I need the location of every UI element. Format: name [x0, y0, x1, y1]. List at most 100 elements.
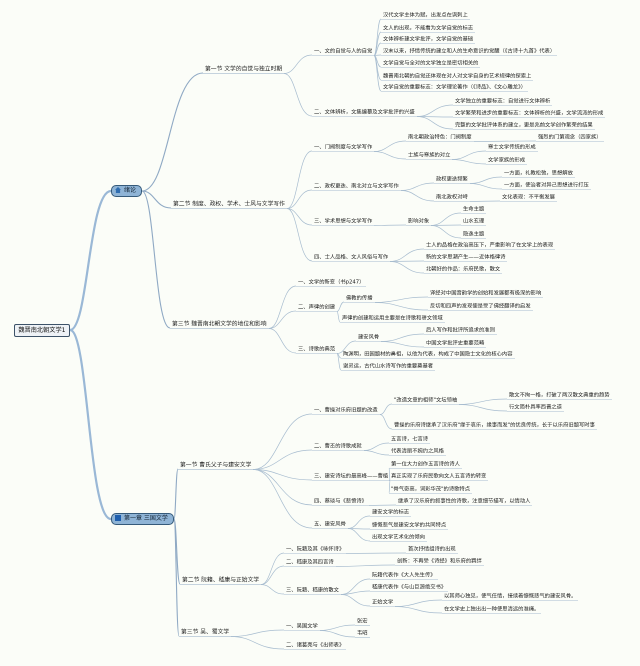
topic-1-0-2[interactable]: 三、建安诗坛的最高峰——曹植: [314, 473, 389, 480]
topic-1-0-3-0[interactable]: 继承了汉乐府的叙事性的诗歌，注意细节描写，以情动人: [398, 498, 531, 505]
topic-0-2-2-2[interactable]: 谢灵运，古代山水诗写作的重要奠基者: [343, 363, 434, 370]
topic-1-1-2[interactable]: 三、阮籍、嵇康的散文: [286, 587, 339, 594]
link-1-1-2-0: [340, 578, 371, 595]
topic-0-0-0-2[interactable]: 文体辨析建文学批评，文学自觉的基础: [383, 36, 474, 43]
topic-0-2-0[interactable]: 一、文学的新变（书p247）: [298, 279, 365, 286]
topic-1-2-0-0[interactable]: 张宏: [357, 618, 368, 625]
topic-1-1-2-2-1[interactable]: 在文学史上独出出一种使思清远的准绳。: [444, 606, 540, 613]
topic-0-1-0-0-0[interactable]: 强烈的门第观念（四家族）: [538, 134, 602, 141]
topic-0-1-1-0[interactable]: 政权更迭频繁: [436, 176, 468, 183]
topic-0-1-2-0-0[interactable]: 生命主题: [463, 206, 485, 213]
topic-0-1-3[interactable]: 四、士人品格、文人风俗与写作: [314, 254, 389, 261]
topic-1-0-4-1[interactable]: 慷慨悲气是建安文学的共同特点: [372, 522, 447, 529]
link-0-2-1: [268, 310, 297, 329]
topic-1-1[interactable]: 第二节 阮籍、嵇康与正始文学: [182, 577, 260, 584]
topic-0-1[interactable]: 第二节 制度、政权、学术、士风与文学写作: [173, 201, 285, 208]
topic-0-2-1-1[interactable]: 声律的创建和运用主要是在诗歌和骈文领域: [342, 315, 443, 322]
topic-0-0-0[interactable]: 一、文的自觉与人的自觉: [314, 48, 373, 55]
topic-1-0-1[interactable]: 二、曹丕的诗歌成就: [314, 443, 362, 450]
topic-1-1-2-2[interactable]: 正始文学: [372, 599, 394, 606]
link-1-2: [173, 518, 180, 637]
link-0-1-1: [286, 189, 313, 209]
topic-0-1-3-2[interactable]: 北朝好的作品：乐府民歌，散文: [426, 266, 501, 273]
topic-1-0-2-0[interactable]: 第一位大力创作五言诗的诗人: [391, 461, 460, 468]
topic-1-0-1-0[interactable]: 五言诗，七言诗: [391, 436, 429, 443]
topic-0-0-0-1[interactable]: 文人的出现，不能看为文学自觉的标志: [383, 25, 474, 32]
topic-0-1-3-0[interactable]: 士人的品格在政治高压下，严重影响了在文学上的表现: [426, 242, 554, 249]
topic-0-1-1-0-1[interactable]: 一方面，使治者对异己思想进行打压: [504, 182, 589, 189]
chapter-intro-box[interactable]: 绪论: [111, 185, 143, 197]
topic-0-1-2-0-2[interactable]: 隐逸主题: [463, 231, 485, 238]
topic-0-0-0-5[interactable]: 魏晋南北朝的自觉还体现在对人对文学自身的艺术规律的探索上: [383, 73, 532, 80]
topic-0-0-1-2[interactable]: 完整的文学批评体系的建立，更是兆前文学创作繁荣的结果: [455, 122, 593, 129]
topic-0-2-1-0-0[interactable]: 译经对中国音韵学的创始和发展都有极深的影响: [430, 290, 542, 297]
topic-1-0-1-1[interactable]: 代表清丽不婉约之风格: [391, 448, 444, 455]
topic-1-1-1[interactable]: 二、嵇康及其四言诗: [286, 559, 334, 566]
topic-1-0-0-0[interactable]: "改造文章的祖师"文坛领袖: [394, 397, 458, 404]
topic-0-1-0-0[interactable]: 南北朝政治特色：门阀制度: [408, 134, 472, 141]
topic-1-2-0[interactable]: 一、吴国文学: [286, 623, 318, 630]
house-icon: [115, 187, 121, 193]
topic-0-0-0-4[interactable]: 文学自觉与全对的文学独立是密切相关的: [383, 60, 479, 67]
chapter-three-kingdoms-label: 第一章 三国文学: [124, 515, 168, 522]
root-topic[interactable]: 魏晋南北朝文学1: [14, 324, 70, 337]
topic-1-1-0-0[interactable]: 首次抒情组诗的出现: [408, 546, 456, 553]
topic-0-2-1-0-1[interactable]: 反切和四声的发现便是受了佛经翻译的启发: [430, 303, 531, 310]
topic-0-0-0-0[interactable]: 汉代文学主体为赋，出发点在讽刺上: [383, 12, 468, 19]
topic-1-0-3[interactable]: 四、蔡琰与《悲愤诗》: [314, 498, 367, 505]
topic-0-1-1-0-0[interactable]: 一方面，礼教松弛，思想解放: [504, 170, 573, 177]
topic-1-0-0[interactable]: 一、曹操对乐府旧题的改造: [314, 407, 378, 414]
topic-0-1-0-1[interactable]: 士族与寒族的对立: [408, 152, 451, 159]
link-1-1-2-2-1: [394, 606, 443, 614]
topic-0-1-1-1[interactable]: 南北政权对峙: [436, 194, 468, 201]
topic-1-0-0-0-1[interactable]: 行文简朴具率西晋之道: [509, 404, 562, 411]
topic-0-1-2-0[interactable]: 影响对象: [408, 218, 430, 225]
topic-0-1-0[interactable]: 一、门阀制度与文学写作: [314, 144, 373, 151]
link-0-1-1-0-1: [469, 183, 503, 190]
topic-0-2-1-0[interactable]: 佛教的传播: [346, 295, 373, 302]
topic-1-1-2-1[interactable]: 嵇康代表作《与山巨源绝交书》: [372, 584, 447, 591]
topic-1-2[interactable]: 第三节 吴、蜀文学: [181, 629, 230, 636]
topic-0-1-0-1-1[interactable]: 文学家族的形成: [488, 157, 526, 164]
topic-0-1-0-1-0[interactable]: 寒士文学传统的形成: [488, 144, 536, 151]
chapter-three-kingdoms-box[interactable]: 第一章 三国文学: [111, 513, 174, 525]
topic-0-2-1[interactable]: 二、声律的创建: [298, 304, 336, 311]
topic-1-0-4[interactable]: 五、建安风骨: [314, 521, 346, 528]
topic-0-2-2-0-1[interactable]: 中国文学批评史重要范畴: [426, 340, 485, 347]
link-1-1-2-2-0: [394, 599, 443, 607]
topic-0-2-2-1[interactable]: 陶渊明，田园题材的鼻祖，以他为代表，构成了中国隐士文化的核心内容: [343, 351, 513, 358]
topic-0-2[interactable]: 第三节 魏晋南北朝文学的地位和影响: [172, 321, 267, 328]
topic-1-0-4-0[interactable]: 建安文学的标志: [372, 509, 410, 516]
topic-1-0-4-2[interactable]: 出现文学艺术化的倾向: [372, 534, 425, 541]
topic-1-0[interactable]: 第一节 曹氏父子与建安文学: [180, 462, 252, 469]
topic-1-1-2-0[interactable]: 阮籍代表作《大人先生传》: [372, 572, 436, 579]
topic-1-1-1-0[interactable]: 创新：不再受《诗经》和乐府的羁绊: [397, 558, 482, 565]
topic-1-0-0-1[interactable]: 曹操的乐府诗继承了汉乐府"缘于哀乐，缘事而发"的优良传统，长于以乐府旧题写时事: [394, 422, 595, 429]
topic-0-0[interactable]: 第一节 文学的自觉与独立时期: [205, 66, 283, 73]
topic-0-1-2-0-1[interactable]: 山水玄理: [463, 218, 485, 225]
topic-0-1-1-1-0[interactable]: 文化表现：不平衡发展: [502, 194, 555, 201]
topic-1-2-0-1[interactable]: 韦昭: [357, 630, 368, 637]
topic-0-1-3-1[interactable]: 新的文学思潮产生——近体格律诗: [426, 254, 506, 261]
link-0-1-0-0-0: [473, 140, 537, 142]
topic-0-0-1-1[interactable]: 文学繁荣和进步的重要标志：文体辨析的兴盛，文学流派的形成: [455, 110, 604, 117]
topic-0-0-1[interactable]: 二、文体辨析，文集编纂及文学批评的兴盛: [314, 109, 415, 116]
link-0-2-1-1: [336, 311, 341, 323]
topic-0-0-1-0[interactable]: 文学独立的重要标志：自觉进行文体辨析: [455, 98, 551, 105]
topic-0-0-0-6[interactable]: 文学自觉的重要标志：文学理论著作（《诗品》、《文心雕龙》）: [383, 84, 527, 91]
topic-1-0-2-2[interactable]: "骨气奇高，词彩华茂"的诗歌特点: [391, 486, 471, 493]
topic-0-2-2-0[interactable]: 建安风骨: [358, 334, 380, 341]
topic-0-1-1[interactable]: 二、政权更迭、南北对立与文学写作: [314, 183, 399, 190]
topic-1-1-0[interactable]: 一、阮籍及其《咏怀诗》: [286, 546, 345, 553]
link-1-0-0-0-0: [458, 398, 508, 405]
topic-0-2-2[interactable]: 三、诗歌的典范: [298, 346, 336, 353]
topic-1-0-2-1[interactable]: 真正实现了乐府民歌向文人五言诗的转变: [391, 473, 487, 480]
topic-0-1-2[interactable]: 三、学术思想与文学写作: [314, 218, 373, 225]
topic-1-2-1[interactable]: 二、诸葛亮与《出师表》: [286, 642, 345, 649]
topic-1-0-0-0-0[interactable]: 散文不拘一格，打破了两汉散文典重的趋势: [509, 392, 610, 399]
topic-0-0-0-3[interactable]: 汉末以来，抒情传统的建立和人的生命意识的觉醒（《古诗十九首》代表）: [383, 48, 556, 55]
link-0-1-0: [286, 150, 313, 209]
topic-0-2-2-0-0[interactable]: 后人写作和批评所追求的准则: [426, 327, 495, 334]
topic-1-1-2-2-0[interactable]: 以其师心独见，使气任情，接续着慷慨悲气的建安风骨。: [444, 593, 577, 600]
